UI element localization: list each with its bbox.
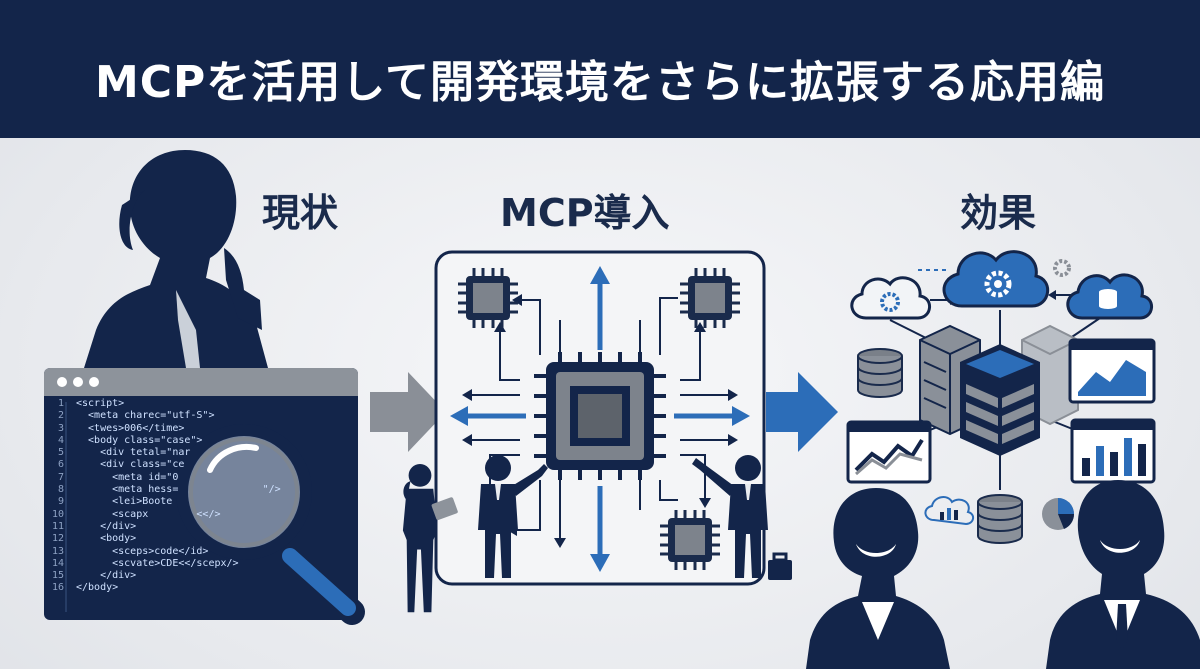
cloud-database-icon [1066,273,1153,320]
line-number: 7 [57,471,64,483]
code-text: <meta hess= "/> [76,484,281,496]
line-number: 12 [51,533,64,545]
pie-chart-icon [1042,498,1075,530]
woman-with-tablet [402,464,458,613]
chart-icon [846,420,932,484]
line-number: 10 [51,508,64,520]
line-number: 9 [57,496,64,508]
man-with-briefcase [692,455,792,580]
code-text: </div> [76,570,137,582]
code-text: <sceps>code</id> [76,545,209,557]
cloud-gear-icon [850,276,931,320]
line-number: 16 [51,582,64,594]
code-text: <div class="ce [76,459,185,471]
code-line: 12 <body> [50,533,350,545]
code-line: 16 </body> [50,582,350,594]
code-text: <scvate>CDE<</scepx/> [76,557,239,569]
code-line: 3 <twes>006</time> [50,423,350,435]
code-text: </div> [76,520,137,532]
magnifier-icon [176,424,365,625]
cloud-gear-icon [942,250,1049,308]
code-line: 1 <script> [50,398,350,410]
code-line: 2 <meta charec="utf-S"> [50,410,350,422]
code-line: 4 <body class="case"> [50,435,350,447]
arrow-current-to-mcp [370,372,446,452]
title-banner: MCPを活用して開発環境をさらに拡張する応用編 [0,0,1200,138]
line-number: 15 [51,570,64,582]
mcp-panel [434,250,766,586]
line-number: 14 [51,557,64,569]
smiling-man [1046,480,1200,669]
line-number: 5 [57,447,64,459]
code-line: 5 <div tetal="nar [50,447,350,459]
line-number: 3 [57,422,64,434]
code-text: <div tetal="nar [76,447,191,459]
line-number: 11 [51,520,64,532]
section-label-mcp: MCP導入 [500,191,670,235]
code-text: </body> [76,582,119,594]
code-line: 13 <sceps>code</id> [50,546,350,558]
gear-icon [1053,259,1071,277]
code-text: <script> [76,398,125,409]
code-line: 8 <meta hess= "/> [50,484,350,496]
code-text: <twes>006</time> [76,422,185,434]
server-icon [960,344,1040,456]
database-icon [857,348,903,398]
code-line: 6 <div class="ce [50,459,350,471]
line-number: 13 [51,545,64,557]
code-text: <meta id="0 [76,471,179,483]
line-number: 1 [57,398,64,409]
code-line: 15 </div> [50,570,350,582]
code-line: 14 <scvate>CDE<</scepx/> [50,558,350,570]
code-line: 7 <meta id="0 [50,472,350,484]
line-number: 2 [57,410,64,422]
chart-icon [1070,418,1156,484]
code-line: 11 </div> [50,521,350,533]
line-number: 6 [57,459,64,471]
person-silhouette-icon [84,150,268,368]
small-cloud-chart-icon [924,496,974,526]
code-line: 9 <lei>Boote [50,496,350,508]
chip-icon [534,352,666,480]
section-label-current: 現状 [262,191,339,235]
chart-icon [1068,338,1156,404]
code-text: <body class="case"> [76,434,203,446]
code-listing: 1<script>2 <meta charec="utf-S">3 <twes>… [50,398,350,595]
code-line: 10 <scapx <</> [50,509,350,521]
smiling-woman [806,488,950,669]
man-pointing [478,455,548,578]
code-text: <body> [76,533,137,545]
code-text: <meta charec="utf-S"> [76,410,215,422]
code-text: <scapx <</> [76,508,221,520]
line-number: 8 [57,484,64,496]
effect-cluster [846,250,1156,544]
line-number: 4 [57,434,64,446]
arrow-mcp-to-effect [766,372,838,452]
code-text: <lei>Boote [76,496,173,508]
database-icon [977,494,1023,544]
section-label-effect: 効果 [960,191,1037,235]
page-title: MCPを活用して開発環境をさらに拡張する応用編 [94,57,1105,108]
